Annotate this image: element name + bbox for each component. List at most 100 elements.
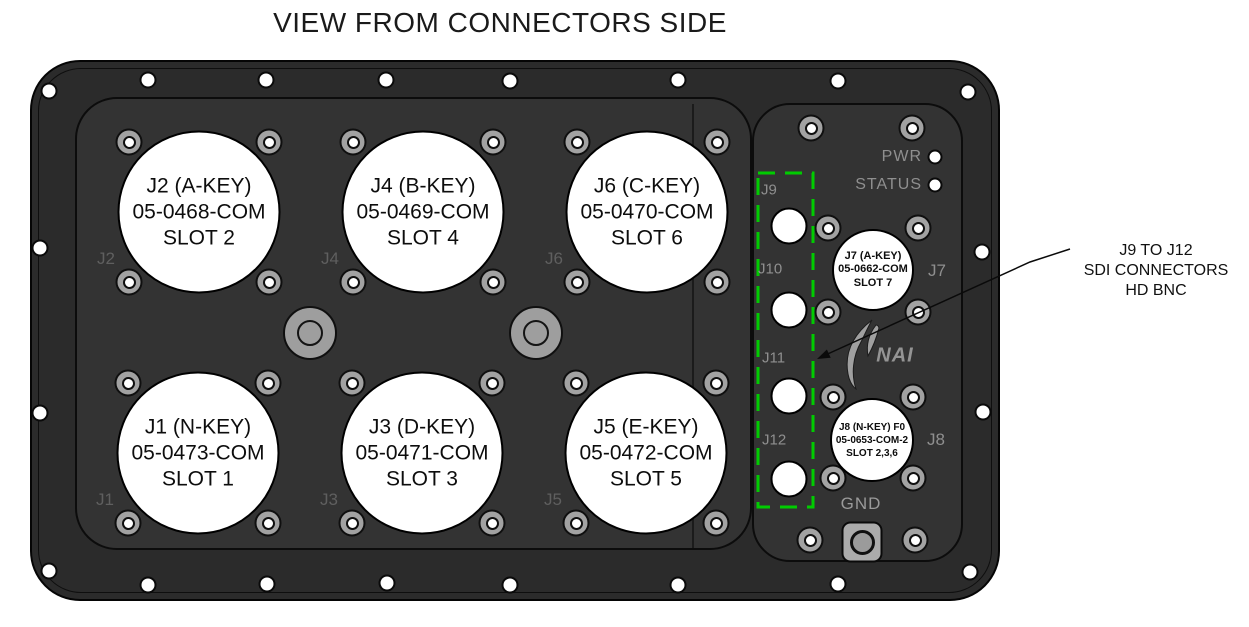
sdi-connector-j10 (770, 291, 808, 329)
nai-logo-text: NAI (876, 344, 914, 367)
screw-hole (899, 464, 927, 492)
mounting-hole (501, 576, 519, 594)
sdi-connector-j12 (770, 460, 808, 498)
screw-hole (904, 298, 932, 326)
screw-hole (563, 268, 591, 296)
ref-label-j1: J1 (96, 490, 114, 509)
connector-j8: J8 (N-KEY) F0 05-0653-COM-2 SLOT 2,3,6 (830, 398, 914, 482)
standoff (283, 306, 337, 360)
screw-hole (562, 509, 590, 537)
mounting-hole (31, 239, 49, 257)
screw-hole (478, 509, 506, 537)
connector-j7: J7 (A-KEY) 05-0662-COM SLOT 7 (832, 229, 914, 311)
screw-hole (479, 268, 507, 296)
screw-hole (819, 383, 847, 411)
ref-label-j8: J8 (927, 430, 945, 449)
ref-label-j3: J3 (320, 490, 338, 509)
screw-hole (115, 128, 143, 156)
screw-hole (797, 114, 825, 142)
sdi-connector-j11 (770, 377, 808, 415)
screw-hole (703, 128, 731, 156)
pwr-led (927, 149, 943, 165)
connector-j8-name: J8 (N-KEY) F0 (838, 421, 906, 433)
connector-j5: J5 (E-KEY) 05-0472-COM SLOT 5 (564, 371, 728, 535)
screw-hole (338, 509, 366, 537)
sdi-label-j10: J10 (758, 260, 783, 278)
mounting-hole (829, 575, 847, 593)
standoff (509, 306, 563, 360)
connector-j7-part: 05-0662-COM (838, 263, 908, 276)
connector-j7-slot: SLOT 7 (853, 276, 893, 289)
mounting-hole (974, 403, 992, 421)
screw-hole (703, 268, 731, 296)
screw-hole (901, 526, 929, 554)
mounting-hole (669, 71, 687, 89)
connector-j1-name: J1 (N-KEY) (144, 415, 252, 438)
connector-j4-part: 05-0469-COM (356, 200, 490, 223)
screw-hole (115, 268, 143, 296)
screw-hole (563, 128, 591, 156)
connector-j1-part: 05-0473-COM (131, 441, 265, 464)
screw-hole (339, 268, 367, 296)
connector-j3-name: J3 (D-KEY) (368, 415, 476, 438)
mounting-hole (973, 243, 991, 261)
connector-j1-slot: SLOT 1 (162, 467, 234, 490)
connector-j8-slot: SLOT 2,3,6 (846, 447, 898, 459)
connector-j5-part: 05-0472-COM (579, 441, 713, 464)
connector-j4-slot: SLOT 4 (387, 226, 459, 249)
connector-j7-name: J7 (A-KEY) (844, 249, 902, 262)
gnd-label: GND (840, 494, 882, 513)
connector-j2-part: 05-0468-COM (132, 200, 266, 223)
connector-j2-name: J2 (A-KEY) (146, 174, 252, 197)
sdi-label-j12: J12 (762, 431, 787, 449)
ref-label-j5: J5 (544, 490, 562, 509)
screw-hole (114, 509, 142, 537)
connector-j3-part: 05-0471-COM (355, 441, 489, 464)
pwr-label: PWR (881, 148, 922, 165)
connector-j5-slot: SLOT 5 (610, 467, 682, 490)
screw-hole (338, 369, 366, 397)
connector-j2: J2 (A-KEY) 05-0468-COM SLOT 2 (117, 130, 281, 294)
screw-hole (899, 383, 927, 411)
mounting-hole (40, 562, 58, 580)
screw-hole (702, 509, 730, 537)
connector-j6-name: J6 (C-KEY) (593, 174, 701, 197)
mounting-hole (139, 576, 157, 594)
annotation-line1: J9 TO J12 (1119, 242, 1193, 259)
screw-hole (255, 128, 283, 156)
screw-hole (702, 369, 730, 397)
mounting-hole (959, 83, 977, 101)
status-label: STATUS (855, 176, 922, 193)
gnd-stud (841, 521, 883, 563)
ref-label-j7: J7 (928, 261, 946, 280)
screw-hole (254, 369, 282, 397)
mounting-hole (961, 563, 979, 581)
sdi-connector-j9 (770, 207, 808, 245)
annotation-line2: SDI CONNECTORS (1083, 262, 1229, 279)
mounting-hole (257, 71, 275, 89)
drawing-title: VIEW FROM CONNECTORS SIDE (273, 7, 727, 38)
mounting-hole (258, 575, 276, 593)
status-led (927, 177, 943, 193)
connector-j2-slot: SLOT 2 (163, 226, 235, 249)
screw-hole (898, 114, 926, 142)
screw-hole (814, 214, 842, 242)
screw-hole (479, 128, 507, 156)
screw-hole (478, 369, 506, 397)
mounting-hole (669, 576, 687, 594)
ref-label-j6: J6 (545, 249, 563, 268)
connector-j4-name: J4 (B-KEY) (370, 174, 476, 197)
connector-j3-slot: SLOT 3 (386, 467, 458, 490)
ref-label-j2: J2 (97, 249, 115, 268)
connector-j4: J4 (B-KEY) 05-0469-COM SLOT 4 (341, 130, 505, 294)
screw-hole (814, 298, 842, 326)
screw-hole (114, 369, 142, 397)
screw-hole (254, 509, 282, 537)
screw-hole (904, 214, 932, 242)
ref-label-j4: J4 (321, 249, 339, 268)
mounting-hole (829, 72, 847, 90)
mounting-hole (31, 404, 49, 422)
screw-hole (339, 128, 367, 156)
sdi-label-j9: J9 (761, 181, 777, 199)
